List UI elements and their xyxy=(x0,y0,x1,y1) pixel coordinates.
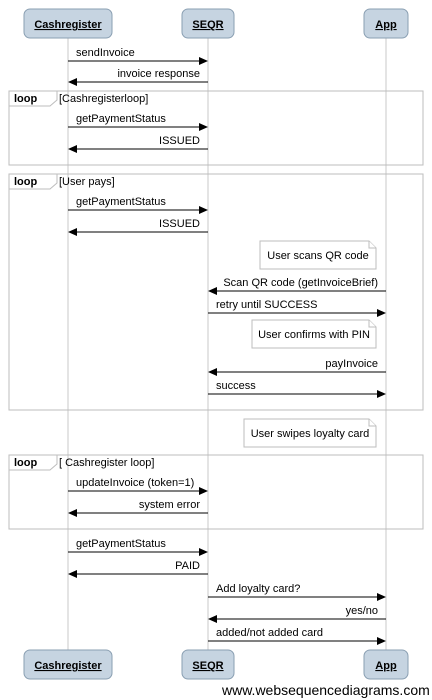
message-label: getPaymentStatus xyxy=(76,196,166,208)
message-label: system error xyxy=(139,499,200,511)
frame-condition: [ Cashregister loop] xyxy=(59,457,154,469)
arrowhead-icon xyxy=(68,145,77,153)
frame-condition: [Cashregisterloop] xyxy=(59,93,148,105)
frame-condition: [User pays] xyxy=(59,176,115,188)
message-label: success xyxy=(216,380,256,392)
arrowhead-icon xyxy=(199,57,208,65)
message-16: added/not added card xyxy=(208,627,386,645)
message-label: ISSUED xyxy=(159,218,200,230)
arrowhead-icon xyxy=(208,615,217,623)
loop-frame-user-pays: loop [User pays] xyxy=(8,173,424,411)
message-label: getPaymentStatus xyxy=(76,538,166,550)
arrowhead-icon xyxy=(208,368,217,376)
loop-frame-cashregister-loop: loop [ Cashregister loop] xyxy=(8,454,424,530)
message-label: invoice response xyxy=(117,68,200,80)
message-label: sendInvoice xyxy=(76,47,135,59)
actor-label: SEQR xyxy=(192,660,223,672)
note-text: User swipes loyalty card xyxy=(251,428,370,440)
frame-keyword: loop xyxy=(14,176,37,188)
actor-label: App xyxy=(375,660,397,672)
message-label: payInvoice xyxy=(325,358,378,370)
arrowhead-icon xyxy=(377,637,386,645)
arrowhead-icon xyxy=(68,78,77,86)
actor-label: SEQR xyxy=(192,19,223,31)
message-4: getPaymentStatus xyxy=(68,196,208,214)
message-6: Scan QR code (getInvoiceBrief) xyxy=(208,277,386,295)
arrowhead-icon xyxy=(377,593,386,601)
arrowhead-icon xyxy=(377,390,386,398)
actor-app-bottom: App xyxy=(363,649,409,680)
message-label: yes/no xyxy=(346,605,378,617)
loop-frame-cashregisterloop: loop [Cashregisterloop] xyxy=(8,90,424,166)
actor-seqr-bottom: SEQR xyxy=(181,649,235,680)
frame-keyword: loop xyxy=(14,457,37,469)
message-0: sendInvoice xyxy=(68,47,208,65)
note-text: User confirms with PIN xyxy=(258,329,370,341)
message-5: ISSUED xyxy=(68,218,208,236)
arrowhead-icon xyxy=(199,487,208,495)
arrowhead-icon xyxy=(377,309,386,317)
message-9: success xyxy=(208,380,386,398)
message-2: getPaymentStatus xyxy=(68,113,208,131)
arrowhead-icon xyxy=(68,570,77,578)
message-label: getPaymentStatus xyxy=(76,113,166,125)
message-label: updateInvoice (token=1) xyxy=(76,477,194,489)
message-label: added/not added card xyxy=(216,627,323,639)
actor-seqr-top: SEQR xyxy=(181,8,235,39)
actor-cashregister-bottom: Cashregister xyxy=(23,649,113,680)
watermark: www.websequencediagrams.com xyxy=(222,682,430,698)
message-label: Add loyalty card? xyxy=(216,583,300,595)
note-user-confirms-pin: User confirms with PIN xyxy=(251,319,377,349)
message-7: retry until SUCCESS xyxy=(208,299,386,317)
note-text: User scans QR code xyxy=(267,250,368,262)
message-15: yes/no xyxy=(208,605,386,623)
frame-keyword: loop xyxy=(14,93,37,105)
actor-label: Cashregister xyxy=(34,19,102,31)
actor-label: Cashregister xyxy=(34,660,102,672)
arrowhead-icon xyxy=(199,123,208,131)
message-3: ISSUED xyxy=(68,135,208,153)
arrowhead-icon xyxy=(68,228,77,236)
arrowhead-icon xyxy=(199,206,208,214)
actor-label: App xyxy=(375,19,397,31)
message-label: PAID xyxy=(175,560,200,572)
message-label: Scan QR code (getInvoiceBrief) xyxy=(223,277,378,289)
message-13: PAID xyxy=(68,560,208,578)
message-11: system error xyxy=(68,499,208,517)
message-label: ISSUED xyxy=(159,135,200,147)
actor-app-top: App xyxy=(363,8,409,39)
message-10: updateInvoice (token=1) xyxy=(68,477,208,495)
messages: sendInvoice invoice response getPaymentSta… xyxy=(68,47,386,645)
note-user-swipes-loyalty: User swipes loyalty card xyxy=(243,418,377,448)
message-12: getPaymentStatus xyxy=(68,538,208,556)
arrowhead-icon xyxy=(68,509,77,517)
message-8: payInvoice xyxy=(208,358,386,376)
message-1: invoice response xyxy=(68,68,208,86)
message-14: Add loyalty card? xyxy=(208,583,386,601)
arrowhead-icon xyxy=(208,287,217,295)
arrowhead-icon xyxy=(199,548,208,556)
actor-cashregister-top: Cashregister xyxy=(23,8,113,39)
note-user-scans-qr: User scans QR code xyxy=(259,240,377,270)
message-label: retry until SUCCESS xyxy=(216,299,317,311)
